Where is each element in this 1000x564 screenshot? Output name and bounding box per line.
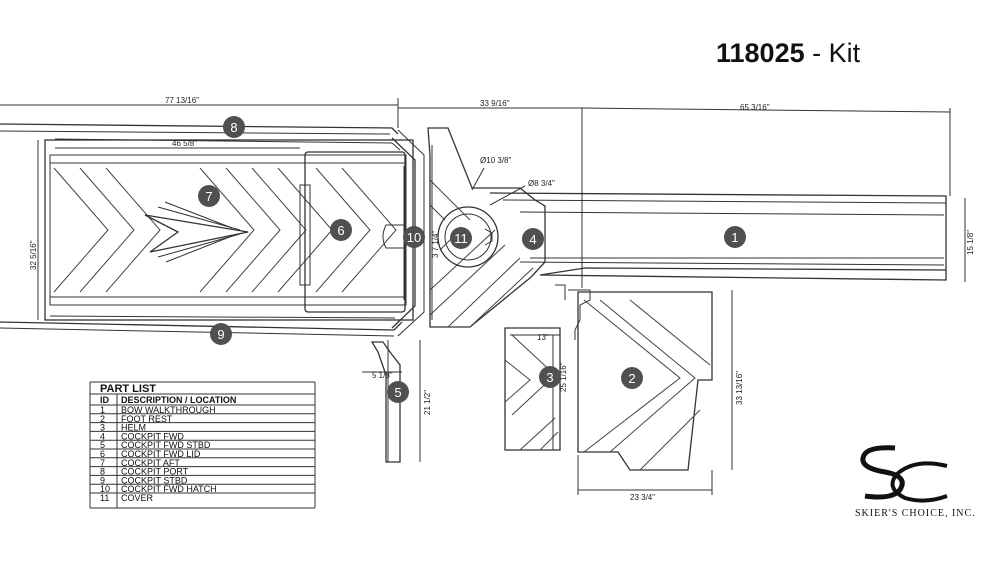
part-helm	[504, 327, 561, 451]
callout-badges: 1 2 3 4 5 6 7 8 9 10 11	[198, 116, 746, 403]
dim-circle-outer: Ø10 3/8"	[480, 156, 511, 165]
part-cockpit-fwd-stbd	[370, 340, 401, 463]
part-list-row-desc: COCKPIT FWD STBD	[121, 440, 211, 450]
callout-badge-circle	[330, 219, 352, 241]
part-list-table: PART LIST ID DESCRIPTION / LOCATION 1 BOW…	[89, 381, 316, 509]
callout-badge-circle	[198, 185, 220, 207]
kit-suffix: - Kit	[804, 38, 861, 68]
dim-right-span: 65 3/16"	[740, 103, 770, 112]
callout-label: 6	[337, 223, 344, 238]
dimension-lines	[0, 98, 966, 495]
part-list-row-desc: COCKPIT AFT	[121, 458, 180, 468]
part-list-row-id: 11	[100, 493, 109, 503]
dim-part7-width: 46 5/8"	[172, 139, 197, 148]
callout-label: 3	[546, 370, 553, 385]
dim-lid-height: 3 7 1/4"	[431, 231, 440, 258]
callout-label: 5	[394, 385, 401, 400]
callout-6: 6	[330, 219, 352, 241]
callout-10: 10	[403, 226, 425, 248]
part-list-row-desc: COCKPIT FWD LID	[121, 449, 201, 459]
part-list-row-desc: COCKPIT FWD HATCH	[121, 484, 217, 494]
callout-label: 4	[529, 232, 536, 247]
dim-part3-width: 13"	[537, 333, 549, 342]
part-foot-rest	[555, 284, 713, 471]
dim-part2-width: 23 3/4"	[630, 493, 655, 502]
callout-label: 7	[205, 189, 212, 204]
logo-arrow-icon	[144, 201, 249, 263]
part-list-row-desc: COCKPIT STBD	[121, 475, 188, 485]
part-list-row-id: 2	[100, 414, 105, 424]
dim-circle-inner: Ø8 3/4"	[528, 179, 555, 188]
skiers-choice-logo-icon	[860, 445, 948, 503]
callout-4: 4	[522, 228, 544, 250]
part-cockpit-fwd	[427, 127, 546, 328]
callout-11: 11	[450, 227, 472, 249]
dim-part2-height: 33 13/16"	[735, 371, 744, 405]
part-list-row-desc: FOOT REST	[121, 414, 173, 424]
part-list-row-desc: COVER	[121, 493, 154, 503]
dim-overall-left: 77 13/16"	[165, 96, 199, 105]
dim-mid-span: 33 9/16"	[480, 99, 510, 108]
callout-9: 9	[210, 323, 232, 345]
dim-part3-height: 25 1/16"	[559, 362, 568, 392]
callout-badge-circle	[403, 226, 425, 248]
callout-badge-circle	[210, 323, 232, 345]
dim-part5-width: 5 1/8"	[372, 371, 393, 380]
part-list-row-id: 10	[100, 484, 110, 494]
part-list-row-id: 7	[100, 458, 105, 468]
callout-badge-circle	[387, 381, 409, 403]
part-list-row-id: 9	[100, 475, 105, 485]
part-list-row-id: 5	[100, 440, 105, 450]
callout-5: 5	[387, 381, 409, 403]
part-cockpit-port	[0, 123, 401, 151]
part-list-row-id: 3	[100, 423, 105, 433]
callout-badge-circle	[539, 366, 561, 388]
part-list-row-id: 4	[100, 431, 105, 441]
callout-7: 7	[198, 185, 220, 207]
part-cockpit-stbd	[0, 315, 403, 337]
dim-right-height: 15 1/8"	[966, 230, 975, 255]
part-list-col-desc: DESCRIPTION / LOCATION	[121, 395, 236, 405]
part-list-row-desc: BOW WALKTHROUGH	[121, 405, 216, 415]
part-cockpit-fwd-lid	[299, 151, 406, 313]
part-list-row-id: 6	[100, 449, 105, 459]
callout-8: 8	[223, 116, 245, 138]
callout-label: 1	[731, 230, 738, 245]
callout-1: 1	[724, 226, 746, 248]
callout-badge-circle	[522, 228, 544, 250]
callout-2: 2	[621, 367, 643, 389]
dim-left-height: 32 5/16"	[29, 240, 38, 270]
brand-name: SKIER'S CHOICE, INC.	[855, 508, 976, 519]
part-list-title: PART LIST	[100, 383, 156, 395]
part-list-col-id: ID	[100, 395, 110, 405]
part-list-row-desc: COCKPIT FWD	[121, 431, 184, 441]
part-cockpit-aft	[44, 139, 414, 321]
dim-part5-height: 21 1/2"	[423, 390, 432, 415]
callout-label: 9	[217, 327, 224, 342]
part-list-row-id: 1	[100, 405, 105, 415]
callout-label: 10	[407, 230, 421, 245]
callout-label: 8	[230, 120, 237, 135]
callout-badge-circle	[450, 227, 472, 249]
kit-number: 118025	[716, 38, 805, 68]
callout-label: 2	[628, 371, 635, 386]
part-list-row-desc: HELM	[121, 423, 146, 433]
callout-3: 3	[539, 366, 561, 388]
callout-badge-circle	[724, 226, 746, 248]
callout-label: 11	[454, 231, 468, 246]
callout-badge-circle	[223, 116, 245, 138]
part-list-row-desc: COCKPIT PORT	[121, 467, 189, 477]
kit-title: 118025 - Kit	[716, 38, 860, 69]
part-bow-walkthrough	[489, 108, 947, 288]
callout-badge-circle	[621, 367, 643, 389]
part-list-row-id: 8	[100, 467, 105, 477]
